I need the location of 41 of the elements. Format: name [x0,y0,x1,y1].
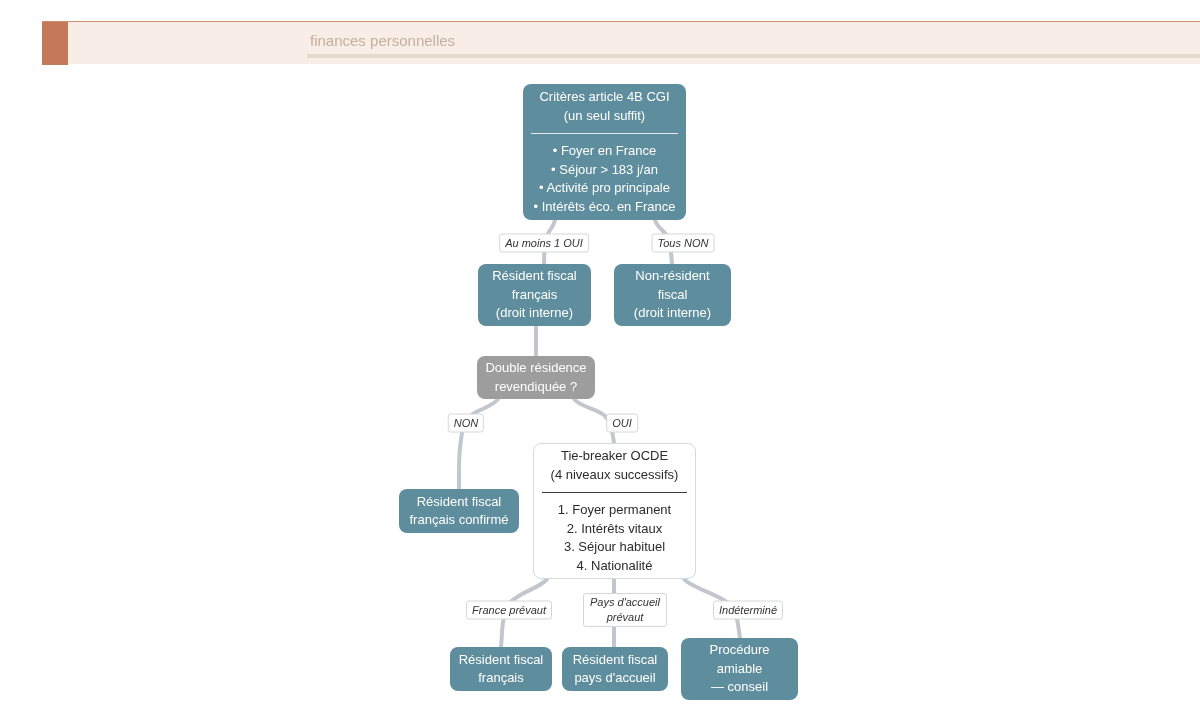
edge-label: NON [447,413,485,433]
list-item: 3. Séjour habituel [563,538,666,556]
list-item: 1. Foyer permanent [557,501,672,519]
outcome-box [450,647,552,691]
node-title: Critères article 4B CGI [539,88,670,106]
outcome-box [614,264,731,326]
list-item: • Intérêts éco. en France [533,197,676,216]
node-text: Procédure amiable [708,641,771,678]
connector-line [572,397,616,445]
list-item: • Foyer en France [552,142,657,160]
criteria-box [523,84,686,220]
node-title: Tie-breaker OCDE [560,447,669,465]
edge-label: Tous NON [651,233,715,253]
criteria-box [533,443,696,579]
connector-line [534,324,538,358]
decision-box [477,356,595,399]
node-text: Résident fiscal pays d'accueil [571,650,659,687]
node-text: (droit interne) [633,304,712,323]
node-text: (droit interne) [495,304,574,323]
node-text: Double résidence revendiquée ? [485,359,587,396]
list-item: • Activité pro principale [539,179,670,197]
node-title: (un seul suffit) [563,106,646,125]
header-tagline: finances personnelles [310,32,456,50]
outcome-box [399,489,519,533]
list-item: • Séjour > 183 j/an [551,160,658,179]
outcome-box [562,647,668,691]
list-item: 4. Nationalité [576,556,653,575]
node-text: Résident fiscal français [491,267,578,304]
edge-label: Au moins 1 OUI [499,233,589,253]
edge-label: OUI [606,413,638,433]
outcome-box [478,264,591,326]
node-text: Résident fiscal français confirmé [408,492,510,529]
node-text: Résident fiscal français [458,650,544,687]
list-item: 2. Intérêts vitaux [566,519,663,538]
node-text: — conseil [710,678,769,697]
node-text: Non-résident fiscal [634,267,711,304]
edge-label: Indéterminé [712,600,784,620]
node-title: (4 niveaux successifs) [550,465,679,484]
outcome-box [681,638,798,700]
edge-label: France prévaut [466,600,552,620]
edge-label: Pays d'accueil prévaut [583,593,667,627]
